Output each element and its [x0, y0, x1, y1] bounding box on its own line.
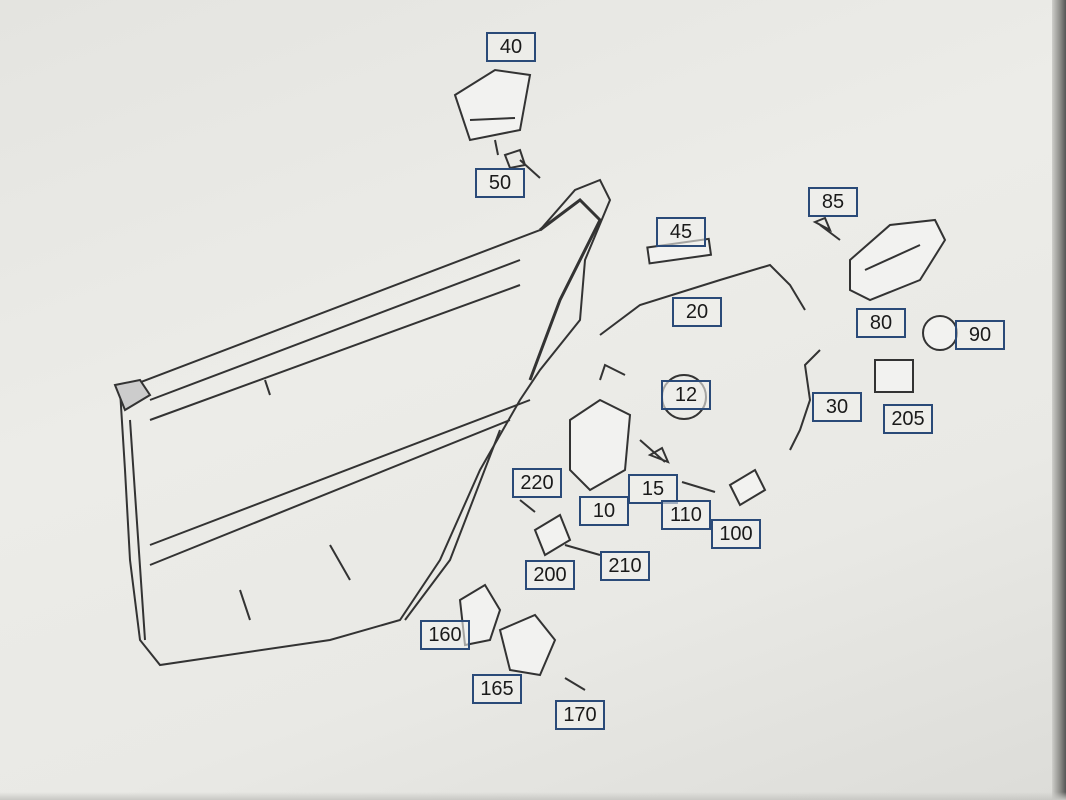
callout-110[interactable]: 110 [661, 500, 711, 530]
callout-205[interactable]: 205 [883, 404, 933, 434]
screen-edge [0, 792, 1066, 800]
part-205-cylinder [874, 359, 914, 393]
callout-45[interactable]: 45 [656, 217, 706, 247]
part-30-rod [789, 349, 821, 451]
part-50-clip [503, 148, 541, 179]
callout-90[interactable]: 90 [955, 320, 1005, 350]
callout-30[interactable]: 30 [812, 392, 862, 422]
part-80-handle [849, 218, 947, 302]
callout-20[interactable]: 20 [672, 297, 722, 327]
callout-40[interactable]: 40 [486, 32, 536, 62]
part-165-bracket [498, 613, 557, 677]
part-90-cap [922, 315, 958, 351]
part-20-cable [599, 263, 806, 336]
callout-50[interactable]: 50 [475, 168, 525, 198]
part-210-bolt [564, 544, 601, 556]
callout-200[interactable]: 200 [525, 560, 575, 590]
callout-10[interactable]: 10 [579, 496, 629, 526]
part-100-striker [728, 468, 767, 507]
door-frame [113, 178, 612, 667]
callout-100[interactable]: 100 [711, 519, 761, 549]
part-220-pin [519, 499, 536, 513]
part-200-plate [533, 513, 572, 557]
part-40-bracket [453, 68, 532, 156]
part-10-lock [569, 363, 632, 492]
part-170-screw [564, 677, 586, 691]
callout-80[interactable]: 80 [856, 308, 906, 338]
callout-170[interactable]: 170 [555, 700, 605, 730]
part-85-screw [812, 216, 841, 241]
callout-210[interactable]: 210 [600, 551, 650, 581]
callout-85[interactable]: 85 [808, 187, 858, 217]
part-110-screw [681, 481, 716, 493]
callout-220[interactable]: 220 [512, 468, 562, 498]
callout-160[interactable]: 160 [420, 620, 470, 650]
monitor-bezel [1052, 0, 1066, 800]
callout-12[interactable]: 12 [661, 380, 711, 410]
callout-165[interactable]: 165 [472, 674, 522, 704]
part-12-bolt [639, 439, 670, 464]
callout-15[interactable]: 15 [628, 474, 678, 504]
